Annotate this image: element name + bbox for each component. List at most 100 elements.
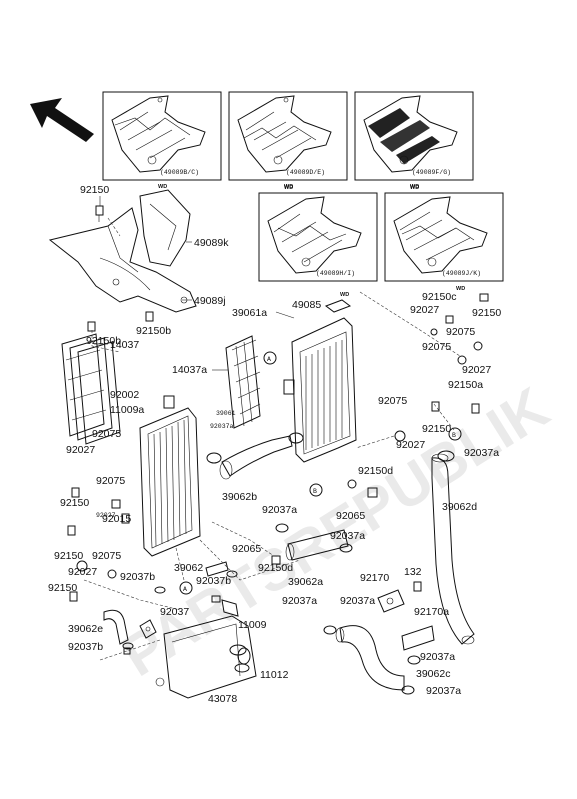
label-49085: 49085 (292, 299, 321, 311)
label-49089k: 49089k (194, 237, 229, 249)
hose-39062 (205, 561, 229, 577)
label-92075-e: 92075 (96, 475, 125, 487)
label-92150-b: 92150 (472, 307, 501, 319)
label-92150b-b: 92150b (136, 325, 171, 337)
label-11012: 11012 (260, 669, 289, 681)
assembly-lines (83, 217, 461, 661)
shroud-code-1: (49089B/C) (160, 169, 199, 176)
shroud-box-2: (49089D/E) (228, 91, 348, 181)
wd-note-center: WD (340, 292, 349, 298)
fasteners (67, 293, 489, 655)
label-92150d-b: 92150d (258, 562, 293, 574)
label-92150c: 92150c (422, 291, 456, 303)
cap-11009 (229, 644, 247, 656)
marker-b-1: B (309, 483, 323, 497)
shroud-box-3: (49089F/G) (354, 91, 474, 181)
svg-text:B: B (313, 488, 317, 495)
label-92037a-a: 92037a (464, 447, 499, 459)
marker-a-2: A (179, 581, 193, 595)
radiator-left (139, 395, 201, 557)
label-92170a: 92170a (414, 606, 449, 618)
marker-b-2: B (448, 427, 462, 441)
marker-a-1: A (263, 351, 277, 365)
label-92027-e: 92027 (96, 512, 116, 519)
label-39061: 39061 (216, 410, 236, 417)
hose-39062e (103, 609, 129, 645)
label-92037b-b: 92037b (196, 575, 231, 587)
label-92075-d: 92075 (378, 395, 407, 407)
shroud-code-2: (49089D/E) (286, 169, 325, 176)
label-92037a-g: 92037a (426, 685, 461, 697)
label-39062b: 39062b (222, 491, 257, 503)
label-92027-d: 92027 (66, 444, 95, 456)
bolt-92150b-left (87, 321, 96, 332)
label-92037a-f: 92037a (420, 651, 455, 663)
label-92037b-a: 92037b (120, 571, 155, 583)
label-92027-f: 92027 (68, 566, 97, 578)
shroud-code-3: (49089F/G) (412, 169, 451, 176)
shroud-box-5: (49089J/K) (384, 192, 504, 282)
label-92150-d: 92150 (60, 497, 89, 509)
hose-clamps (122, 432, 455, 695)
label-39061a: 39061a (232, 307, 267, 319)
label-132: 132 (404, 566, 422, 578)
shroud-code-4: (49089H/I) (316, 270, 355, 277)
label-14037a: 14037a (172, 364, 207, 376)
shroud-box-1: (49089B/C) (102, 91, 222, 181)
label-92027-c: 92027 (396, 439, 425, 451)
label-92075-a: 92075 (446, 326, 475, 338)
label-11009: 11009 (238, 619, 267, 631)
front-direction-arrow-icon (30, 98, 94, 142)
wd-note-1: WD (158, 184, 167, 190)
label-92037a-d: 92037a (282, 595, 317, 607)
label-92027-a: 92027 (410, 304, 439, 316)
label-92037b-c: 92037b (68, 641, 103, 653)
label-92037a-e: 92037a (340, 595, 375, 607)
hose-39062c (335, 625, 405, 691)
wd-note-3: WD (410, 184, 419, 190)
svg-text:A: A (267, 356, 271, 363)
hose-39062b (219, 435, 293, 480)
label-92037a-small: 92037a (210, 423, 234, 430)
wd-note-right: WD (456, 286, 465, 292)
bolt-92150-top (95, 205, 104, 222)
label-39062e: 39062e (68, 623, 103, 635)
label-92075-b: 92075 (422, 341, 451, 353)
svg-text:A: A (183, 586, 187, 593)
label-39062a: 39062a (288, 576, 323, 588)
label-39062c: 39062c (416, 668, 450, 680)
label-92075-f: 92075 (92, 550, 121, 562)
label-92150d-a: 92150d (358, 465, 393, 477)
label-92027-b: 92027 (462, 364, 491, 376)
wd-note-2: WD (284, 184, 293, 190)
label-11009a: 11009a (110, 404, 144, 416)
wd-note-4: WD (284, 185, 293, 191)
label-39062: 39062 (174, 562, 203, 574)
gasket-11012 (234, 663, 250, 673)
radiator-shroud (48, 189, 197, 313)
radiator-guard-14037 (61, 333, 121, 445)
svg-text:B: B (452, 432, 456, 439)
label-92150-c: 92150 (422, 423, 451, 435)
label-92150-f: 92150 (48, 582, 77, 594)
label-92150-e: 92150 (54, 550, 83, 562)
shroud-code-5: (49089J/K) (442, 270, 481, 277)
label-92150-a: 92150 (80, 184, 109, 196)
hose-39062a (285, 529, 349, 561)
label-92037a-b: 92037a (262, 504, 297, 516)
label-92170: 92170 (360, 572, 389, 584)
label-43078: 43078 (208, 693, 237, 705)
label-92150a: 92150a (448, 379, 483, 391)
wd-note-5: WD (410, 185, 419, 191)
hose-39062d (431, 453, 475, 645)
label-49089j: 49089j (194, 295, 226, 307)
part-labels: 92150 49089k 49089j 92150b 92150b 39061a… (48, 184, 501, 705)
bolt-92150b-right (145, 311, 154, 322)
bracket-92170 (377, 589, 435, 651)
label-92037: 92037 (160, 606, 189, 618)
radiator-grille-14037a (225, 335, 261, 429)
label-92065-b: 92065 (232, 543, 261, 555)
label-92015: 92015 (102, 513, 131, 525)
radiator-right (283, 299, 357, 463)
